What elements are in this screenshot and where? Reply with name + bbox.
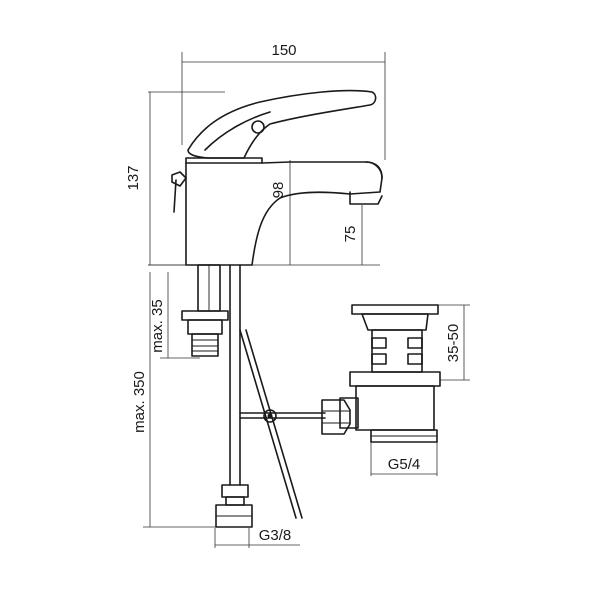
label-height-137: 137 [125, 165, 142, 190]
popup-waste [321, 304, 441, 443]
label-g3-8: G3/8 [259, 527, 292, 544]
dimension-labels: 150 137 98 75 max. 35 max. 350 35-50 G5/… [125, 42, 462, 544]
label-max-350: max. 350 [131, 371, 148, 433]
label-max-35: max. 35 [149, 299, 166, 352]
dimension-lines [143, 52, 470, 548]
label-g5-4: G5/4 [388, 456, 421, 473]
label-width-150: 150 [271, 42, 296, 59]
faucet-body [171, 89, 383, 266]
supply-assembly [181, 264, 326, 528]
label-spout-98: 98 [270, 182, 287, 199]
label-clearance-75: 75 [342, 226, 359, 243]
label-waste-35-50: 35-50 [445, 324, 462, 362]
